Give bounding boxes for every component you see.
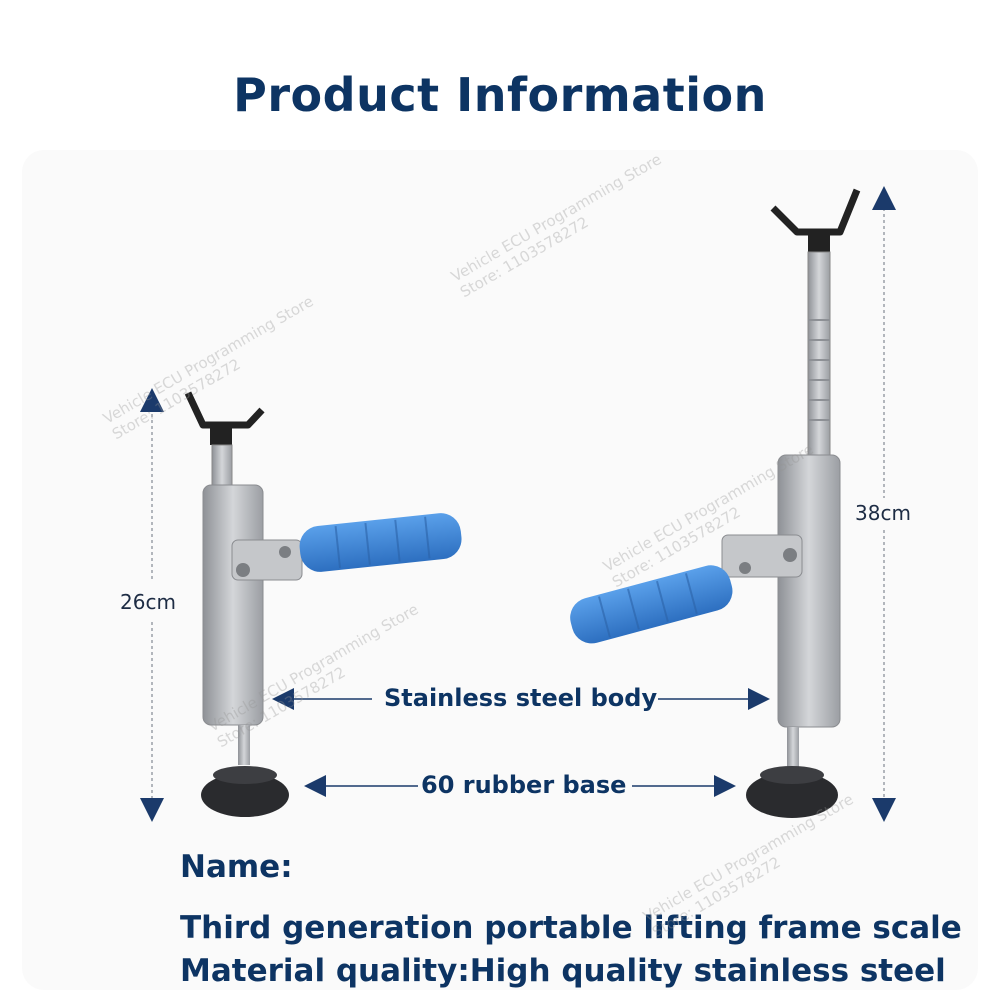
left-pivot-2	[279, 546, 291, 558]
body-callout-label: Stainless steel body	[384, 684, 658, 712]
right-saddle-pad	[808, 232, 830, 252]
base-callout-arrows	[304, 775, 736, 797]
product-name: Third generation portable lifting frame …	[180, 910, 962, 946]
material-quality: Material quality:High quality stainless …	[180, 953, 946, 989]
left-lifter	[184, 391, 462, 817]
right-handle-grip	[570, 565, 733, 644]
right-pivot-2	[739, 562, 751, 574]
left-height-arrow	[140, 388, 164, 822]
left-pivot	[236, 563, 250, 577]
right-saddle	[770, 188, 861, 236]
name-label: Name:	[180, 849, 293, 885]
left-saddle-pad	[210, 425, 232, 445]
body-callout-arrows	[272, 688, 770, 710]
right-lifter	[570, 188, 861, 818]
left-height-label: 26cm	[120, 590, 176, 614]
left-screw	[238, 725, 250, 765]
right-height-arrow	[872, 186, 896, 822]
right-rack-shaft	[807, 251, 831, 463]
left-handle-grip	[299, 513, 462, 572]
left-body	[202, 484, 264, 726]
page-title: Product Information	[233, 68, 767, 122]
left-saddle	[184, 391, 265, 429]
right-screw	[787, 727, 799, 767]
right-body	[777, 454, 841, 728]
left-rubber-base	[201, 773, 289, 817]
right-pivot	[783, 548, 797, 562]
base-callout-label: 60 rubber base	[421, 771, 627, 799]
right-rubber-base	[746, 772, 838, 818]
right-height-label: 38cm	[855, 501, 911, 525]
left-top-shaft	[211, 444, 233, 486]
